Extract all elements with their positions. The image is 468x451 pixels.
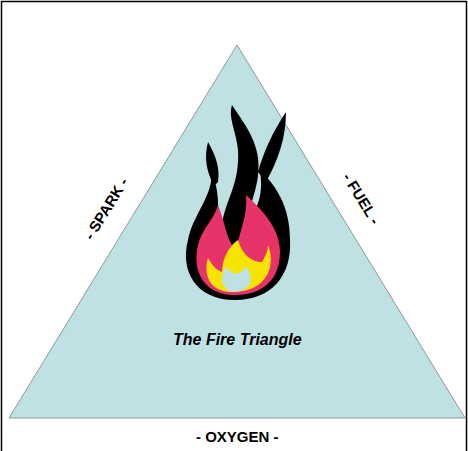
triangle-node: The Fire Triangle xyxy=(8,44,466,419)
triangle-title: The Fire Triangle xyxy=(173,331,302,349)
flame-wisp xyxy=(258,112,286,182)
flame-inner xyxy=(206,240,270,292)
flame-middle xyxy=(196,195,280,295)
flame-wisp xyxy=(206,142,219,186)
side-label: - OXYGEN - xyxy=(196,428,279,445)
side-label: - FUEL - xyxy=(339,170,383,228)
flame-outer xyxy=(186,105,290,300)
flame-core xyxy=(222,266,251,292)
triangle-shape xyxy=(8,44,466,419)
triangle-outline xyxy=(9,45,465,418)
